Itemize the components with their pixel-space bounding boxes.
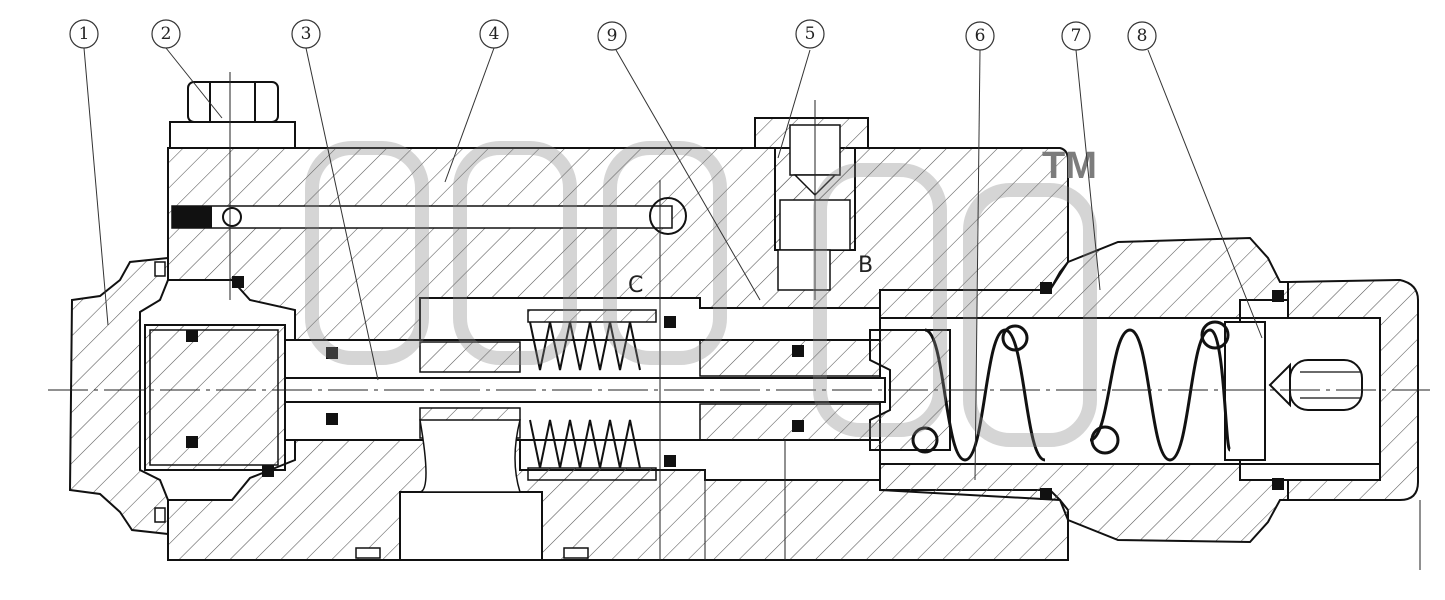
spool-land-mid [699,339,881,377]
svg-text:1: 1 [79,24,90,44]
callout-6: 6 [965,21,995,51]
svg-text:9: 9 [607,26,618,46]
callout-5: 5 [795,19,825,49]
hex-plug [187,81,279,123]
svg-text:2: 2 [161,24,172,44]
small-spring-upper [529,321,641,371]
svg-text:3: 3 [301,24,312,44]
callout-3: 3 [291,19,321,49]
label-b: B [858,253,873,278]
callout-8: 8 [1127,21,1157,51]
spool-land-left [419,341,521,373]
callout-9: 9 [597,21,627,51]
left-piston [144,324,286,471]
bottom-port [399,419,543,561]
leader-lines [83,47,1263,481]
top-fittings [169,81,869,291]
center-lines [48,72,1430,570]
end-cap [1287,278,1419,501]
spring-seat [1224,321,1266,461]
watermark-outline [305,141,1097,447]
spool-land-mid-low [699,403,881,441]
seals [154,261,1284,559]
left-actuator-body [68,256,169,536]
spring-housing-lower [879,461,1289,544]
svg-text:8: 8 [1137,26,1148,46]
svg-text:7: 7 [1071,26,1082,46]
main-spring-1 [924,328,1046,462]
callout-4: 4 [479,19,509,49]
callout-1: 1 [69,19,99,49]
small-spring-lower [529,419,641,469]
svg-text:4: 4 [489,24,500,44]
svg-text:6: 6 [975,26,986,46]
callout-2: 2 [151,19,181,49]
label-c: C [628,273,643,298]
pilot-passage [171,197,687,235]
adjust-screw [1289,359,1363,411]
svg-text:5: 5 [805,24,816,44]
springs [527,309,1232,481]
callout-7: 7 [1061,21,1091,51]
